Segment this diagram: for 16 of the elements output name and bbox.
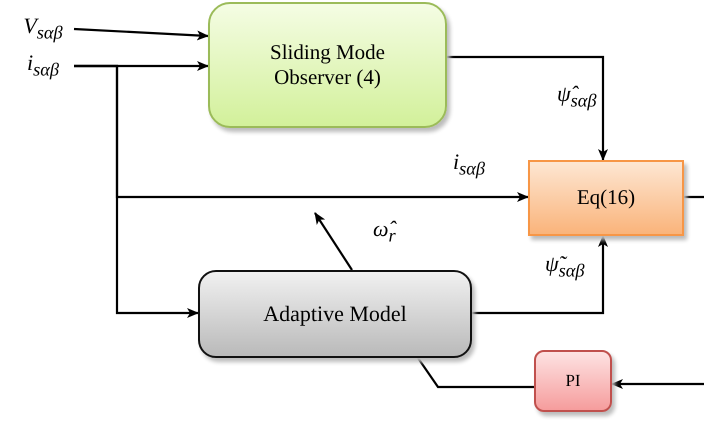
signal-arrow	[314, 212, 353, 271]
process-box	[208, 2, 447, 128]
box-label: Sliding Mode Observer (4)	[269, 40, 386, 90]
connector-arrow	[447, 56, 608, 161]
process-box	[198, 270, 472, 358]
signal-label: V$_{sαβ}$	[23, 13, 63, 45]
connector-arrow	[472, 235, 608, 314]
controller-box	[534, 350, 612, 412]
process-box	[528, 160, 684, 236]
box-label: Adaptive Model	[263, 300, 407, 328]
connector-arrow	[74, 64, 199, 318]
connector-arrow	[74, 28, 209, 40]
signal-arrow	[611, 379, 704, 389]
box-label: Eq(16)	[576, 185, 636, 211]
box-label: PI	[565, 370, 581, 392]
signal-label: i$_{sαβ}$	[26, 50, 59, 82]
